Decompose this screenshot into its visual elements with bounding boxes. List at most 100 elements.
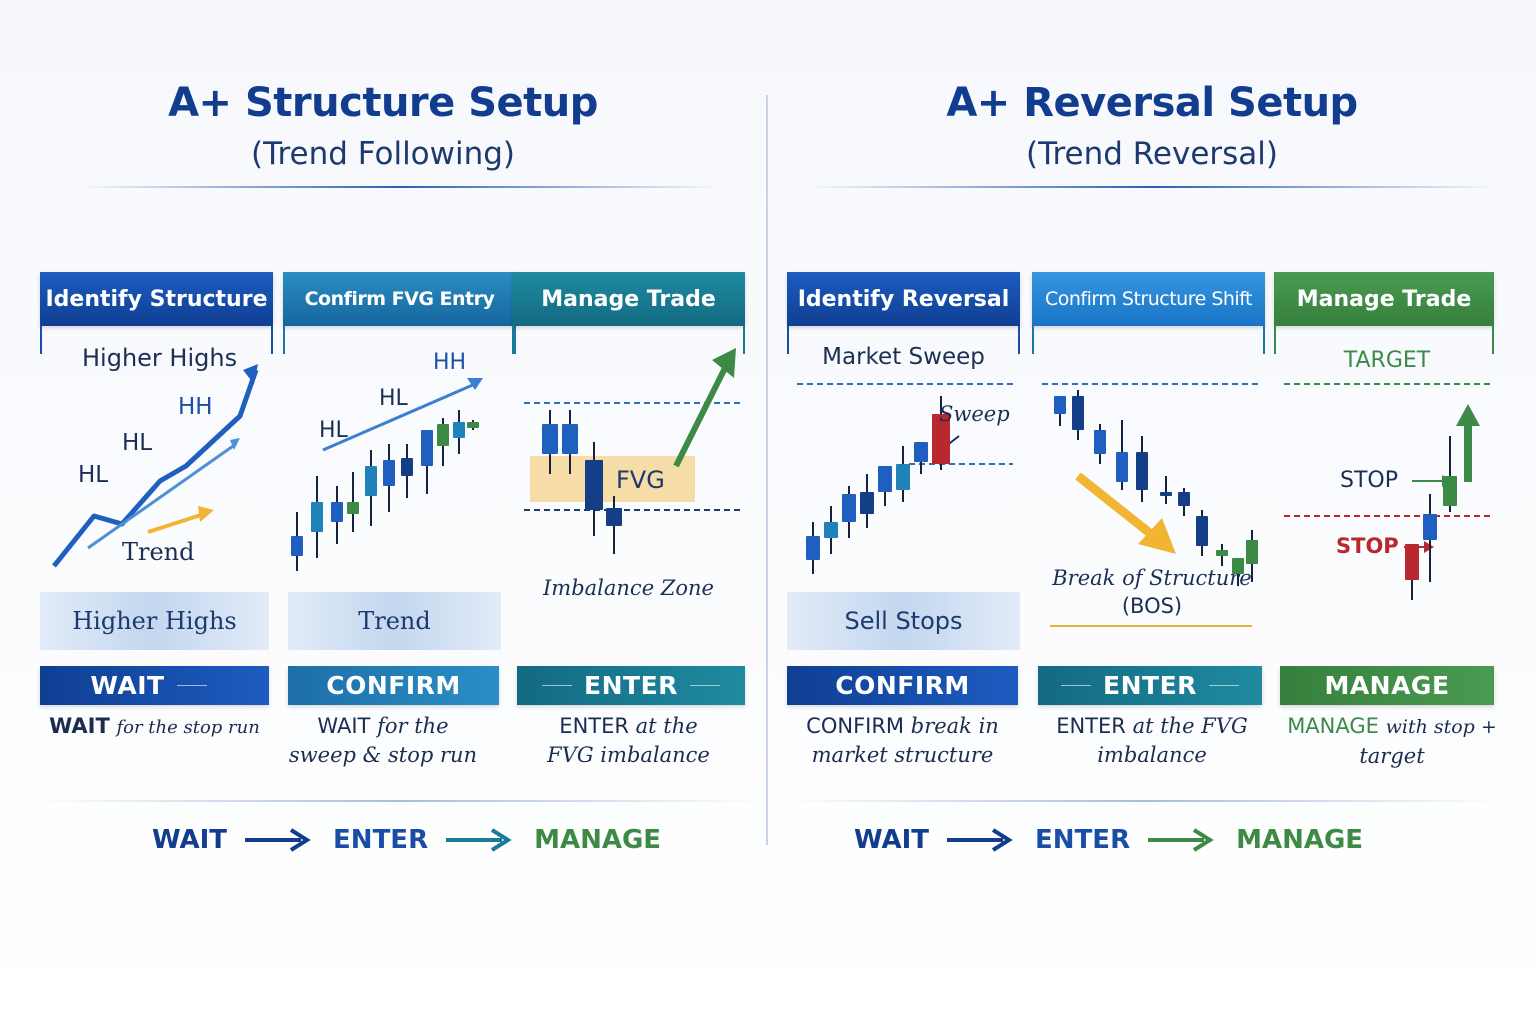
panel-edge [787,326,789,354]
desc-text: break in [910,714,999,738]
panel-edge [40,326,42,354]
bottom-rule [40,800,760,802]
panel-confirm-structure-shift: Confirm Structure Shift Break of Structu… [1032,272,1265,792]
action-label: MANAGE [1324,671,1450,700]
panel-edge [271,326,273,354]
action-label: CONFIRM [835,671,970,700]
candle-body [1405,544,1419,580]
target-arrow [673,364,729,468]
section-title: A+ Reversal Setup [946,80,1358,126]
candle-body [1136,452,1148,490]
panel-header: Manage Trade [1274,272,1494,326]
panel-edge [283,326,285,354]
fvg-zone [530,456,695,502]
stop-label-red: STOP [1336,534,1399,558]
candle-body [914,442,928,462]
fvg-imbalance-candles [524,348,740,554]
panel-edge [1263,326,1265,354]
candle-body [878,466,892,492]
panel-header: Manage Trade [512,272,745,326]
panel-confirm-fvg-entry: Confirm FVG Entry HH HL HL Trend CONFIRM… [283,272,516,792]
process-flow: WAIT ENTER MANAGE [854,822,1363,858]
panel-edge [1032,326,1034,354]
trend-box: Trend [288,592,501,650]
candle-body [824,522,838,538]
fvg-entry-chart: HH HL HL [283,326,516,616]
candle-body [1232,558,1244,574]
candle-body [331,502,343,522]
imbalance-zone-label: Imbalance Zone [543,576,714,600]
candle-body [347,502,359,514]
hh-label: HH [433,350,467,375]
bos-arrowhead [1138,518,1176,554]
candle-body [606,508,622,526]
action-dash [176,685,207,686]
panel-header: Confirm Structure Shift [1032,272,1265,326]
candle-body [1443,476,1457,506]
enter-action-bar: ENTER [1038,666,1262,705]
stop-target-chart: TARGET STOP STOP [1274,326,1494,616]
candle-body [1116,452,1128,482]
panel-description: ENTER at the FVG imbalance [1032,712,1272,770]
title-underline [80,186,720,188]
trend-arrow-head [198,506,214,522]
candle-body [542,424,558,454]
panel-header: Identify Reversal [787,272,1020,326]
candle-body [585,460,603,510]
candle-body [1054,396,1066,414]
wait-action-bar: WAIT [40,666,269,705]
higher-highs-arrowhead [243,364,258,384]
panel-edge [514,326,516,354]
confirm-action-bar: CONFIRM [787,666,1018,705]
candle-body [291,536,303,556]
candle-body [421,430,433,466]
flow-enter: ENTER [1035,825,1131,855]
panel-edge [1274,326,1276,354]
panel-description: CONFIRM break in market structure [787,712,1018,770]
break-of-structure-candles [1042,383,1258,627]
flow-arrow-icon [446,828,512,852]
hl-label: HL [379,386,408,411]
action-dash [1208,685,1239,686]
desc-text-line2: sweep & stop run [288,743,478,767]
flow-arrow-icon [245,828,311,852]
flow-arrow-icon [947,828,1013,852]
target-arrowhead [1456,404,1480,426]
manage-action-bar: MANAGE [1280,666,1494,705]
bos-abbrev-label: (BOS) [1121,594,1183,618]
desc-keyword: ENTER [559,714,629,738]
bos-arrow [1075,472,1159,542]
desc-keyword: MANAGE [1287,714,1379,738]
structure-setup-section: A+ Structure Setup (Trend Following) Ide… [0,0,766,1024]
candle-body [842,494,856,522]
candle-body [311,502,323,532]
flow-wait: WAIT [854,825,930,855]
section-title: A+ Structure Setup [168,80,598,126]
candle-body [562,424,578,454]
candle-body [1094,430,1106,454]
candle-body [365,466,377,496]
flow-wait: WAIT [152,825,228,855]
market-sweep-candles [797,383,1013,574]
higher-highs-line [52,369,259,568]
panel-manage-trade-reversal: Manage Trade TARGET STOP STOP MANAGE MAN… [1274,272,1497,792]
desc-text: for the [377,714,449,738]
panel-edge [1492,326,1494,354]
desc-text-line2: market structure [811,743,994,767]
desc-text-line2: target [1359,744,1425,768]
panel-header: Identify Structure [40,272,273,326]
action-label: WAIT [90,671,165,700]
structure-chart-graphic [52,364,259,568]
reversal-setup-section: A+ Reversal Setup (Trend Reversal) Ident… [768,0,1536,1024]
enter-action-bar: ENTER [517,666,745,705]
desc-text: with stop + [1385,716,1497,738]
panel-header: Confirm FVG Entry [283,272,516,326]
panel-description: WAIT for the stop run [40,712,269,742]
candle-body [860,492,874,514]
break-of-structure-chart: Break of Structure (BOS) [1032,326,1265,627]
flow-manage: MANAGE [534,825,662,855]
process-flow: WAIT ENTER MANAGE [152,822,661,858]
fvg-entry-candles [291,378,483,571]
confirm-action-bar: CONFIRM [288,666,499,705]
panel-edge [743,326,745,354]
